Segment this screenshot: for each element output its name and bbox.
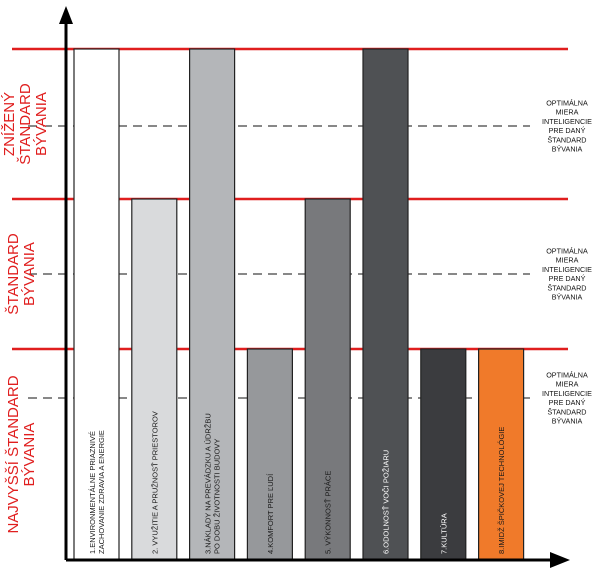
bar <box>362 48 409 561</box>
optimal-note: BÝVANIA <box>552 293 583 302</box>
optimal-note: BÝVANIA <box>552 417 583 426</box>
bar-label: 3.NÁKLADY NA PREVÁDZKU A ÚDRŽBU <box>204 413 213 554</box>
bar <box>73 48 120 561</box>
bar-label: 7.KULTÚRA <box>439 513 448 554</box>
band-label: BÝVANIA <box>21 242 38 306</box>
y-axis-arrow <box>59 6 73 24</box>
bar-label: 5. VÝKONNOSŤ PRÁCE <box>324 471 333 554</box>
optimal-note: MIERA <box>556 256 579 265</box>
optimal-note: ŠTANDARD <box>547 135 586 144</box>
band-label: BÝVANIA <box>33 92 50 156</box>
bar-label: ZACHOVANIE ZDRAVIA A ENERGIE <box>97 430 106 554</box>
axes <box>59 6 570 568</box>
optimal-note: OPTIMÁLNA <box>546 99 588 108</box>
optimal-note: INTELIGENCIE <box>542 389 592 398</box>
optimal-note: INTELIGENCIE <box>542 265 592 274</box>
optimal-note: PRE DANÝ <box>549 126 586 135</box>
optimal-note: ŠTANDARD <box>547 283 586 292</box>
optimal-note: PRE DANÝ <box>549 274 586 283</box>
optimal-note: INTELIGENCIE <box>542 117 592 126</box>
optimal-note-bg <box>536 97 598 155</box>
bar-label: 6.ODOLNOSŤ VOČI POŽIARU <box>382 450 391 554</box>
band-label: ŠTANDARD <box>17 83 34 165</box>
optimal-note: OPTIMÁLNA <box>546 247 588 256</box>
bar-label: 1.ENVIRONMENTÁLNE PRIAZNIVÉ <box>88 431 97 554</box>
optimal-note: PRE DANÝ <box>549 398 586 407</box>
band-label: BÝVANIA <box>21 423 38 487</box>
optimal-note: MIERA <box>556 108 579 117</box>
optimal-note-bg <box>536 369 598 427</box>
bar-label: 4.KOMFORT PRE ĽUDÍ <box>266 473 275 554</box>
optimal-note: BÝVANIA <box>552 145 583 154</box>
x-axis-arrow <box>550 552 570 568</box>
optimal-note: OPTIMÁLNA <box>546 371 588 380</box>
optimal-note: MIERA <box>556 380 579 389</box>
bar <box>478 348 525 561</box>
optimal-note-bg <box>536 245 598 303</box>
bar-label: 8.IMIDŽ ŠPIČKOVEJ TECHNOLÓGIE <box>497 427 506 554</box>
bar <box>246 348 293 561</box>
bar <box>304 198 351 561</box>
bar-label: PO DOBU ŽIVOTNOSTI BUDOVY <box>213 439 222 554</box>
bar <box>420 348 467 561</box>
band-label: ZNÍŽENÝ <box>1 92 18 156</box>
optimal-note: ŠTANDARD <box>547 407 586 416</box>
bar-label: 2. VYUŽITIE A PRUŽNOSŤ PRIESTOROV <box>150 411 159 554</box>
band-label: NAJVYŠŠÍ ŠTANDARD <box>5 375 22 533</box>
band-label: ŠTANDARD <box>5 233 22 315</box>
bar <box>189 48 236 561</box>
